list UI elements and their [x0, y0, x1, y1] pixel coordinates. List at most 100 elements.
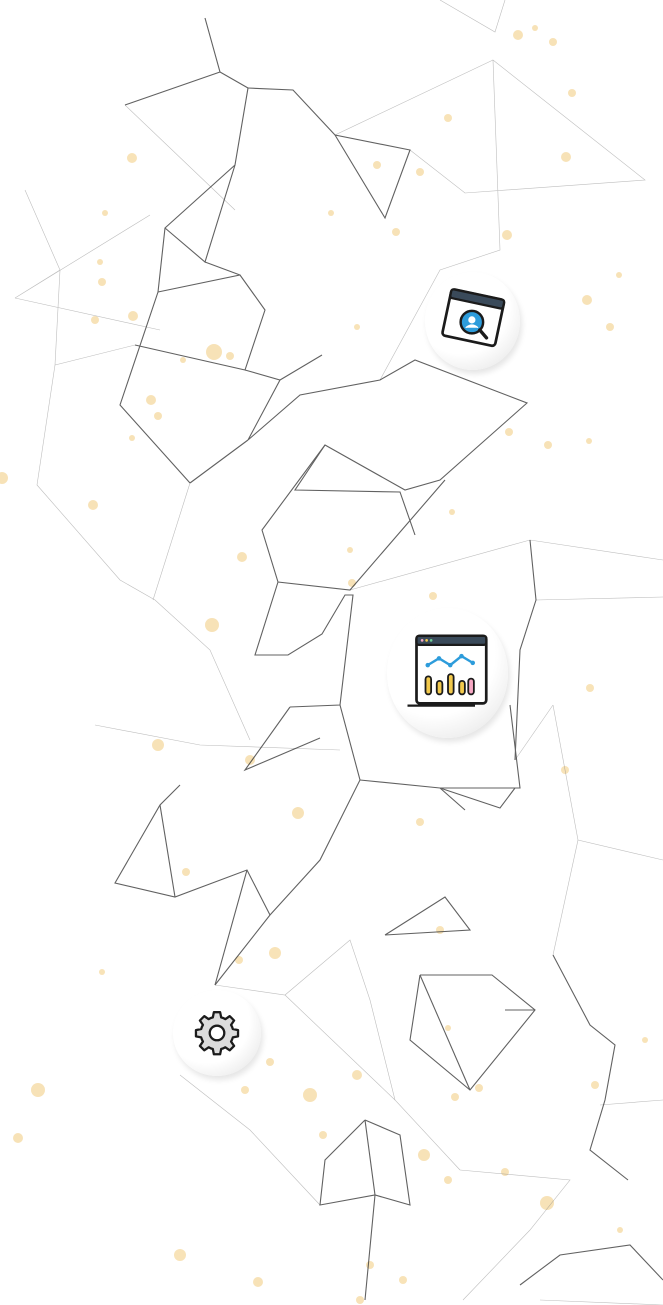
decorative-dot [444, 114, 452, 122]
network-line [214, 869, 248, 986]
settings-button[interactable] [173, 990, 261, 1076]
analytics-button[interactable] [387, 608, 508, 738]
decorative-dot [356, 1296, 364, 1304]
decorative-dot [549, 38, 557, 46]
network-line [552, 704, 663, 861]
decorative-dot [303, 1088, 317, 1102]
decorative-dot [245, 755, 255, 765]
decorative-dot [416, 168, 424, 176]
analytics-chart-window-icon [407, 634, 488, 707]
network-lines-light [14, 0, 663, 1305]
decorative-dot [205, 618, 219, 632]
network-line [152, 482, 191, 601]
decorative-dot [366, 1261, 374, 1269]
decorative-dot [174, 1249, 186, 1261]
network-line [204, 17, 249, 89]
network-line [14, 297, 161, 331]
decorative-dot [99, 969, 105, 975]
network-line [189, 439, 249, 484]
decorative-dot [129, 435, 135, 441]
decorative-dot [128, 311, 138, 321]
network-line [519, 1244, 663, 1286]
decorative-dot [418, 1149, 430, 1161]
decorative-dots [0, 25, 648, 1304]
decorative-dot [399, 1276, 407, 1284]
gear-icon [194, 1011, 240, 1056]
decorative-dot [88, 500, 98, 510]
decorative-dot [444, 1176, 452, 1184]
network-line [293, 444, 416, 536]
decorative-dot [354, 324, 360, 330]
decorative-dot [241, 1086, 249, 1094]
decorative-dot [532, 25, 538, 31]
network-line [14, 189, 151, 299]
network-line [159, 804, 176, 898]
decorative-dot [568, 89, 576, 97]
network-line [319, 1119, 411, 1206]
network-line [419, 974, 471, 1091]
decorative-dot [154, 412, 162, 420]
decorative-dot [501, 1168, 509, 1176]
decorative-dot [269, 947, 281, 959]
network-line [119, 87, 249, 484]
network-line [284, 994, 396, 1101]
decorative-dot [617, 1227, 623, 1233]
decorative-dot [392, 228, 400, 236]
decorative-dot [445, 1025, 451, 1031]
decorative-dot [449, 509, 455, 515]
network-line [514, 539, 537, 761]
decorative-dot [206, 344, 222, 360]
decorative-dot [348, 579, 356, 587]
decorative-dot [152, 739, 164, 751]
network-line [364, 1119, 376, 1196]
decorative-dot [180, 357, 186, 363]
decorative-dot [502, 230, 512, 240]
decorative-dot [544, 441, 552, 449]
decorative-dot [436, 926, 444, 934]
network-line [179, 1074, 321, 1206]
network-line [539, 1299, 663, 1305]
decorative-dot [237, 552, 247, 562]
network-line [244, 354, 529, 591]
decorative-dot [102, 210, 108, 216]
network-line [254, 581, 354, 708]
network-line [124, 104, 236, 211]
decorative-dot [226, 352, 234, 360]
decorative-dot [235, 956, 243, 964]
decorative-dot [146, 395, 156, 405]
decorative-dot [642, 1037, 648, 1043]
decorative-dot [182, 868, 190, 876]
decorative-dot [319, 1131, 327, 1139]
network-line [439, 0, 506, 33]
decorative-dot [505, 428, 513, 436]
network-line [514, 704, 554, 761]
network-line [459, 1169, 571, 1301]
network-line [36, 364, 251, 741]
network-lines-dark [114, 17, 663, 1301]
network-line [114, 784, 271, 916]
network-line [359, 704, 521, 789]
network-line [349, 539, 663, 591]
decorative-dot [91, 316, 99, 324]
decorative-dot [328, 210, 334, 216]
network-line [124, 71, 221, 106]
decorative-dot [451, 1093, 459, 1101]
decorative-dot [582, 295, 592, 305]
decorative-dot [540, 1196, 554, 1210]
decorative-dot [253, 1277, 263, 1287]
decorative-dot [373, 161, 381, 169]
network-line [439, 787, 466, 811]
decorative-dot [586, 438, 592, 444]
decorative-dot [266, 1058, 274, 1066]
network-line [384, 896, 472, 936]
decorative-dot [586, 684, 594, 692]
user-search-button[interactable] [425, 272, 520, 370]
network-line [214, 704, 361, 986]
decorative-dot [13, 1133, 23, 1143]
network-line [334, 59, 494, 136]
network-line [552, 839, 579, 956]
network-line [243, 706, 321, 772]
decorative-dot [429, 592, 437, 600]
decorative-dot [561, 152, 571, 162]
